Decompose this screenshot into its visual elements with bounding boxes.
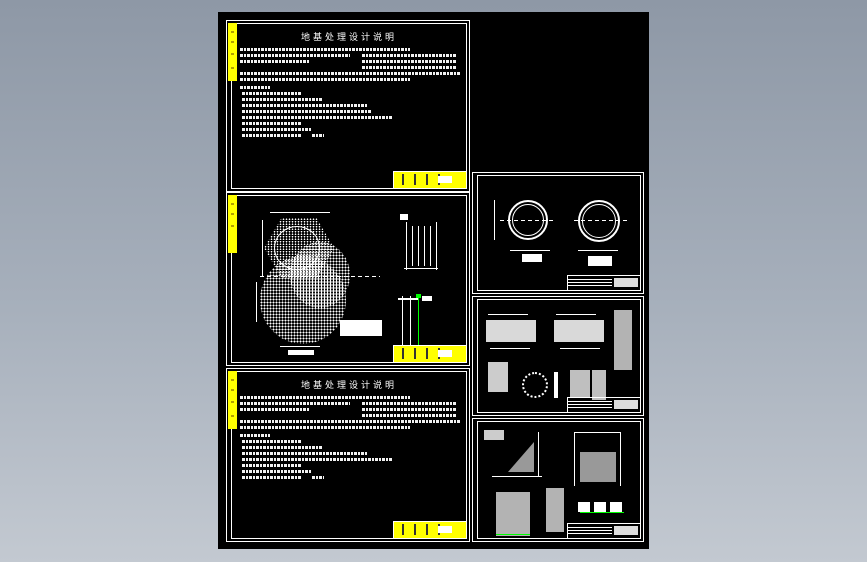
title-block	[393, 171, 467, 189]
sheet-pile-layout-plan[interactable]	[226, 192, 470, 366]
sheet-detail-drawings[interactable]	[472, 296, 644, 416]
legend-note	[340, 320, 382, 336]
sheet-circular-sections[interactable]	[472, 172, 644, 294]
sheet-design-notes-top[interactable]: 地基处理设计说明	[226, 20, 470, 192]
sheet-reinforcement-details[interactable]	[472, 418, 644, 542]
radial-detail	[522, 372, 548, 398]
green-dimension-line	[418, 296, 419, 348]
sheet-design-notes-bottom[interactable]: 地基处理设计说明	[226, 368, 470, 542]
title-block	[567, 397, 641, 413]
sheet-title: 地基处理设计说明	[300, 33, 397, 43]
title-block	[567, 523, 641, 539]
title-block	[393, 521, 467, 539]
title-block	[393, 345, 467, 363]
sheet-title: 地基处理设计说明	[300, 381, 397, 391]
binding-strip	[228, 23, 237, 81]
section-circle-2	[578, 200, 620, 242]
binding-strip	[228, 371, 237, 429]
binding-strip	[228, 195, 237, 253]
title-block	[567, 275, 641, 291]
drawing-canvas[interactable]: 地基处理设计说明	[218, 12, 649, 549]
